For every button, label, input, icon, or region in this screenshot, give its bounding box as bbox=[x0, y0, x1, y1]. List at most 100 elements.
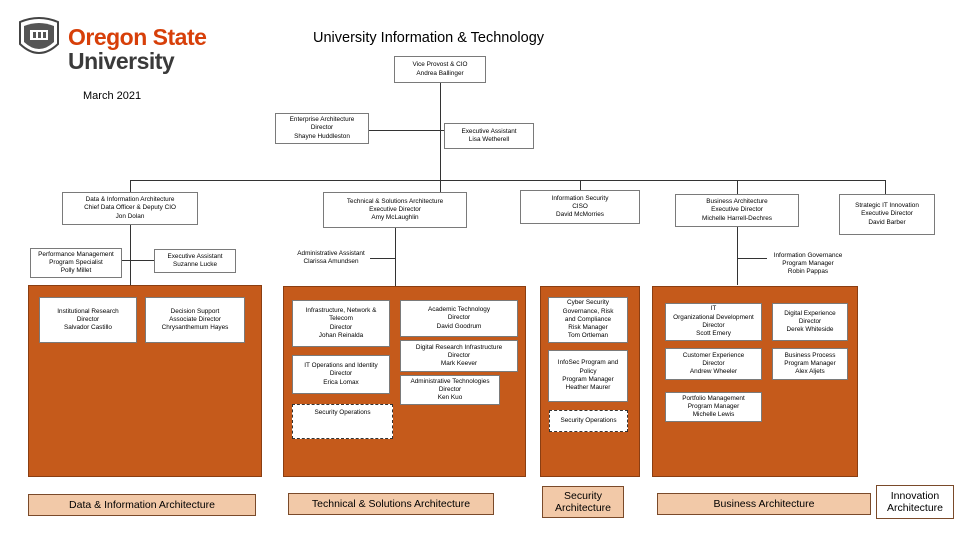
digital-research-box: Digital Research Infrastructure Director… bbox=[400, 340, 518, 372]
sit-name: David Barber bbox=[868, 218, 906, 226]
ta-name: Clarissa Amundsen bbox=[303, 258, 359, 265]
at-unit: Academic Technology bbox=[427, 306, 491, 313]
admin-tech-box: Administrative Technologies Director Ken… bbox=[400, 375, 500, 405]
cs-unit2: Governance, Risk bbox=[562, 307, 614, 315]
info-security-box: Information Security CISO David McMorrie… bbox=[520, 190, 640, 224]
data-info-arch-box: Data & Information Architecture Chief Da… bbox=[62, 192, 198, 225]
itops-unit: IT Operations and Identity bbox=[304, 362, 378, 369]
it-org-dev-box: IT Organizational Development Director S… bbox=[665, 303, 762, 341]
tech-security-ops-box: Security Operations bbox=[292, 404, 393, 439]
cs-title: Risk Manager bbox=[568, 324, 608, 332]
infra-unit2: Telecom bbox=[329, 315, 353, 323]
date-label: March 2021 bbox=[83, 90, 142, 102]
ea-unit: Enterprise Architecture bbox=[289, 116, 355, 123]
dr-name: Mark Keever bbox=[440, 360, 478, 368]
tech-solutions-arch-box: Technical & Solutions Architecture Execu… bbox=[323, 192, 467, 228]
pf-unit: Portfolio Management bbox=[682, 394, 745, 402]
is-name: David McMorries bbox=[556, 211, 604, 219]
ea-title: Director bbox=[310, 124, 334, 132]
perf-mgmt-box: Performance Management Program Specialis… bbox=[30, 248, 122, 278]
pm-title: Program Specialist bbox=[49, 258, 103, 266]
footer-data-info: Data & Information Architecture bbox=[28, 494, 256, 516]
page-title: University Information & Technology bbox=[313, 30, 545, 46]
decision-support-box: Decision Support Associate Director Chry… bbox=[145, 297, 245, 343]
bp-unit: Business Process bbox=[784, 351, 836, 359]
info-governance-box: Information Governance Program Manager R… bbox=[766, 250, 850, 278]
ir-name: Salvador Castillo bbox=[64, 324, 112, 332]
itops-name: Erica Lomax bbox=[323, 378, 359, 386]
sit-title: Executive Director bbox=[861, 210, 913, 218]
footer-business: Business Architecture bbox=[657, 493, 871, 515]
is-title: CISO bbox=[572, 202, 588, 210]
portfolio-mgmt-box: Portfolio Management Program Manager Mic… bbox=[665, 392, 762, 422]
ba-title: Executive Director bbox=[711, 206, 763, 214]
ea-asst-name: Lisa Wetherell bbox=[468, 136, 510, 143]
infra-title: Director bbox=[329, 323, 353, 331]
customer-experience-box: Customer Experience Director Andrew Whee… bbox=[665, 348, 762, 380]
dia-asst-title: Executive Assistant bbox=[167, 252, 223, 260]
academic-tech-box: Academic Technology Director David Goodr… bbox=[400, 300, 518, 337]
iod-title: Director bbox=[702, 322, 725, 329]
isp-name: Heather Maurer bbox=[565, 384, 611, 392]
digital-experience-box: Digital Experience Director Derek Whites… bbox=[772, 303, 848, 341]
ds-unit: Decision Support bbox=[170, 307, 220, 315]
ea-name: Shayne Huddleston bbox=[294, 132, 350, 140]
dia-asst-name: Suzanne Lucke bbox=[172, 261, 218, 268]
ce-name: Andrew Wheeler bbox=[689, 368, 738, 376]
tso-label: Security Operations bbox=[314, 409, 371, 416]
ta-title: Administrative Assistant bbox=[297, 249, 365, 257]
de-title: Director bbox=[798, 317, 822, 325]
tech-admin-asst-box: Administrative Assistant Clarissa Amunds… bbox=[286, 248, 376, 268]
cs-name: Tom Ortleman bbox=[567, 332, 609, 340]
pm-unit: Performance Management bbox=[38, 250, 114, 258]
business-arch-box: Business Architecture Executive Director… bbox=[675, 194, 799, 227]
isp-unit2: Policy bbox=[579, 367, 597, 375]
ce-title: Director bbox=[702, 359, 725, 367]
enterprise-architecture-box: Enterprise Architecture Director Shayne … bbox=[275, 113, 369, 144]
cio-box: Vice Provost & CIO Andrea Ballinger bbox=[394, 56, 486, 83]
ir-unit: Institutional Research bbox=[57, 307, 119, 315]
dr-unit: Digital Research Infrastructure bbox=[415, 343, 503, 351]
inst-research-box: Institutional Research Director Salvador… bbox=[39, 297, 137, 343]
sit-unit: Strategic IT Innovation bbox=[855, 202, 919, 209]
ce-unit: Customer Experience bbox=[682, 351, 745, 359]
ig-title: Program Manager bbox=[782, 259, 834, 267]
ea-asst-title: Executive Assistant bbox=[461, 127, 517, 135]
cyber-security-box: Cyber Security Governance, Risk and Comp… bbox=[548, 297, 628, 343]
de-name: Derek Whiteside bbox=[786, 326, 834, 334]
is-unit: Information Security bbox=[551, 194, 609, 202]
ir-title: Director bbox=[76, 315, 100, 323]
iod-unit: IT bbox=[710, 305, 717, 313]
at-title: Director bbox=[447, 314, 471, 322]
infosec-program-box: InfoSec Program and Policy Program Manag… bbox=[548, 350, 628, 402]
infra-box: Infrastructure, Network & Telecom Direct… bbox=[292, 300, 390, 347]
business-process-box: Business Process Program Manager Alex Al… bbox=[772, 348, 848, 380]
infra-unit: Infrastructure, Network & bbox=[305, 306, 377, 314]
logo-line1: Oregon State bbox=[68, 24, 207, 50]
ig-unit: Information Governance bbox=[773, 251, 843, 259]
admt-unit: Administrative Technologies bbox=[410, 377, 490, 385]
pf-title: Program Manager bbox=[687, 402, 740, 410]
tsa-title: Executive Director bbox=[369, 205, 421, 213]
pm-name: Polly Millet bbox=[60, 267, 92, 275]
dia-exec-asst-box: Executive Assistant Suzanne Lucke bbox=[154, 249, 236, 273]
bp-name: Alex Aljets bbox=[795, 368, 825, 376]
isp-title: Program Manager bbox=[562, 376, 614, 383]
admt-title: Director bbox=[438, 385, 462, 393]
tsa-name: Amy McLaughlin bbox=[371, 214, 419, 222]
tsa-unit: Technical & Solutions Architecture bbox=[346, 197, 444, 205]
cs-unit3: and Compliance bbox=[564, 315, 612, 323]
it-ops-box: IT Operations and Identity Director Eric… bbox=[292, 355, 390, 394]
logo-line2: University bbox=[68, 48, 175, 74]
footer-tech: Technical & Solutions Architecture bbox=[288, 493, 494, 515]
at-name: David Goodrum bbox=[436, 322, 482, 330]
security-ops-box: Security Operations bbox=[549, 410, 628, 432]
ba-name: Michelle Harrell-Dechres bbox=[702, 214, 772, 222]
bp-title: Program Manager bbox=[784, 359, 836, 367]
beaver-seal-icon bbox=[19, 17, 59, 54]
ba-unit: Business Architecture bbox=[706, 198, 768, 205]
iod-unit2: Organizational Development bbox=[673, 313, 754, 321]
ds-title: Associate Director bbox=[169, 315, 221, 323]
cs-unit: Cyber Security bbox=[567, 299, 609, 307]
dia-unit: Data & Information Architecture bbox=[85, 196, 175, 203]
